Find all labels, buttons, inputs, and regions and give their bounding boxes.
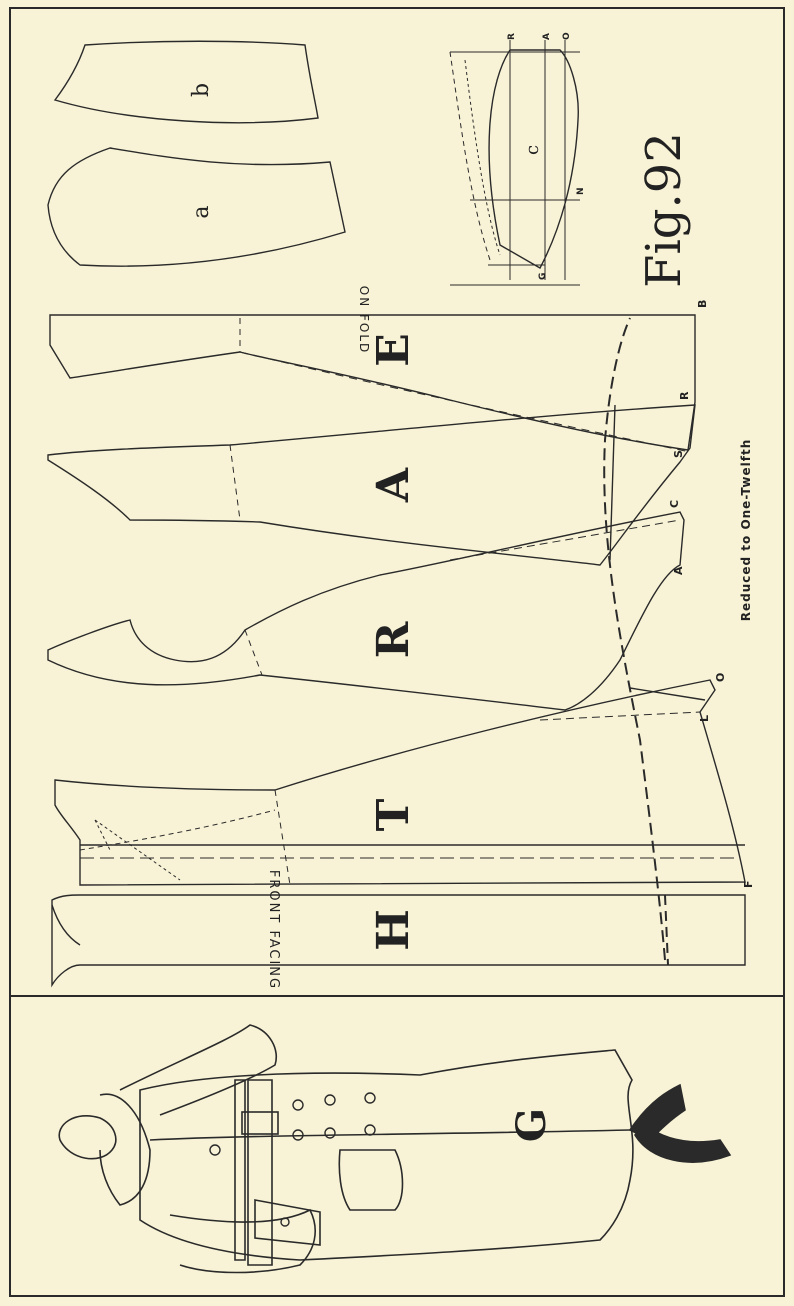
coat-illustration [58,1024,732,1274]
point-labels: B R S C A O L F R A O N G [507,32,755,888]
piece-T-armhole-line [274,789,291,886]
scale-note: Reduced to One-Twelfth [739,439,753,622]
coat-buttons [209,1092,376,1227]
piece-label-T: T [368,798,419,831]
piece-T-dart [629,687,706,701]
sleeve-point-O: O [562,32,572,40]
button [209,1144,221,1156]
piece-label-c: c [522,145,543,155]
on-fold-label: ON FOLD [357,286,371,355]
piece-T-lapel-line [79,809,276,851]
boot-lower [633,1123,732,1163]
collar-letters: a b c [189,83,543,219]
piece-E-centre-back [239,351,691,453]
coat-cuff [254,1199,321,1246]
piece-A-vent [609,404,616,561]
piece-A-armhole-line [229,444,241,521]
piece-H-neck [51,904,81,946]
button [292,1099,304,1111]
piece-R-outline [47,511,685,711]
piece-label-H: H [368,909,419,951]
hem-curve [603,317,666,961]
illustration-letter: G [508,1108,555,1142]
button [292,1129,304,1141]
pattern-lines [47,40,746,988]
piece-R-armhole-line [244,629,263,676]
point-C: C [668,500,681,508]
point-A: A [672,566,685,575]
coat-body [139,1049,634,1261]
piece-T-collar-guide [94,819,181,881]
piece-T-side-dashed [539,711,701,721]
coat-head [58,1115,117,1160]
sleeve-point-N: N [576,187,586,195]
piece-label-R: R [368,621,419,658]
coat-front-edge [149,1129,631,1141]
plate-frames [9,7,785,1297]
piece-H-hemline [664,894,669,966]
sleeve-guide-lines [450,51,580,286]
point-B: B [696,300,709,308]
collar-b-outline [53,40,319,124]
piece-label-b: b [189,83,214,97]
sleeve-dashed-a [449,51,491,261]
piece-A-outline [47,404,696,566]
point-O: O [714,673,727,682]
button [324,1127,336,1139]
coat-belt [247,1079,273,1266]
piece-E-outline [49,314,696,451]
cuff-button [280,1217,290,1227]
piece-H-outline [51,894,746,988]
coat-arm-upper [119,1024,277,1116]
coat-collar [99,1093,151,1206]
collar-a-outline [47,147,346,267]
point-L: L [698,715,711,722]
sleeve-point-G: G [538,273,548,280]
point-S: S [672,450,685,458]
coat-pocket [338,1149,404,1211]
point-R: R [678,391,691,400]
button [364,1092,376,1104]
button [364,1124,376,1136]
sleeve-point-R: R [507,33,517,40]
button [324,1094,336,1106]
point-F: F [742,880,755,888]
sleeve-c-outline [488,49,579,269]
sleeve-verticals [509,40,566,280]
piece-label-E: E [368,333,419,367]
belt-buckle [241,1111,279,1135]
front-facing-label: FRONT FACING [266,870,281,990]
illustration-frame [9,995,785,1297]
piece-label-a: a [189,205,214,218]
piece-T-outline [54,679,746,886]
coat-belt-edge [234,1079,246,1261]
piece-label-A: A [368,467,419,503]
sleeve-point-A: A [542,33,552,40]
figure-title: Fig.92 [636,132,692,288]
coat-arm-lower [169,1208,316,1274]
piece-letters: H T R A E [368,333,419,951]
